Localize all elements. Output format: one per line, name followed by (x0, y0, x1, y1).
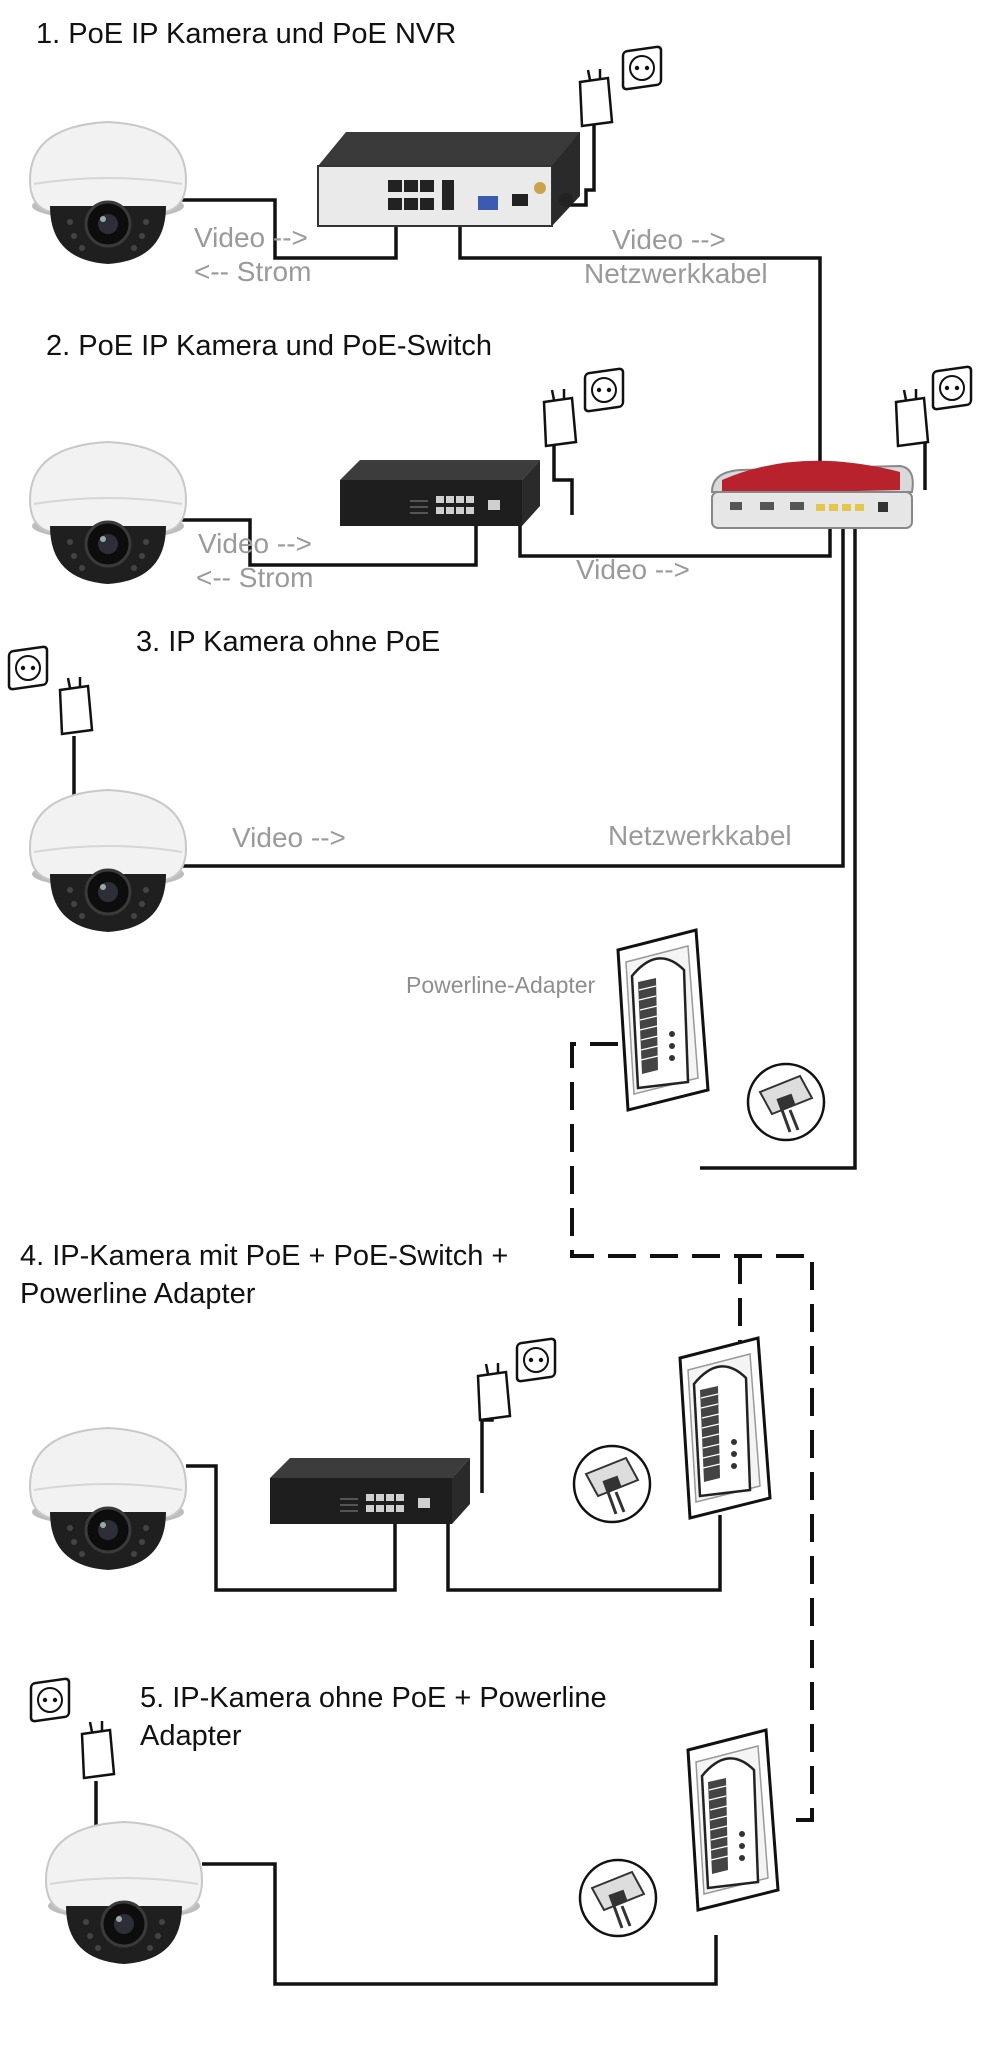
dome-camera-icon (28, 1426, 188, 1572)
section-5-heading-line1: 5. IP-Kamera ohne PoE + Powerline (140, 1682, 607, 1714)
power-plug-icon (578, 67, 614, 128)
video-label: Video --> (612, 224, 726, 255)
dome-camera-icon (28, 120, 188, 266)
poe-switch-icon (270, 1458, 470, 1524)
dome-camera-icon (44, 1820, 204, 1966)
powerline-adapter-label: Powerline-Adapter (406, 972, 596, 998)
wall-socket-icon (621, 45, 663, 91)
section-3-heading: 3. IP Kamera ohne PoE (136, 626, 441, 658)
ethernet-port-closeup-icon (746, 1062, 826, 1142)
powerline-adapter-icon (686, 1728, 780, 1912)
section-4-heading-line1: 4. IP-Kamera mit PoE + PoE-Switch + (20, 1240, 509, 1272)
strom-label: <-- Strom (196, 562, 314, 593)
powerline-adapter-icon (678, 1336, 772, 1520)
dome-camera-icon (28, 440, 188, 586)
netzwerkkabel-label: Netzwerkkabel (584, 258, 768, 289)
section-2-heading: 2. PoE IP Kamera und PoE-Switch (46, 330, 492, 362)
video-label: Video --> (576, 554, 690, 585)
section-5-heading-line2: Adapter (140, 1720, 242, 1752)
video-label: Video --> (232, 822, 346, 853)
section-1-heading: 1. PoE IP Kamera und PoE NVR (36, 18, 457, 50)
wall-socket-icon (931, 365, 973, 411)
wall-socket-icon (29, 1677, 71, 1723)
section-4-heading-line2: Powerline Adapter (20, 1278, 256, 1310)
dome-camera-icon (28, 788, 188, 934)
strom-label: <-- Strom (194, 256, 312, 287)
power-plug-icon (476, 1361, 512, 1422)
poe-nvr-icon (317, 132, 580, 227)
video-label: Video --> (194, 222, 308, 253)
ethernet-port-closeup-icon (572, 1444, 652, 1524)
power-plug-icon (894, 387, 930, 448)
netzwerkkabel-label: Netzwerkkabel (608, 820, 792, 851)
video-label: Video --> (198, 528, 312, 559)
power-plug-icon (542, 387, 578, 448)
wall-socket-icon (583, 367, 625, 413)
power-plug-icon (80, 1719, 116, 1780)
wall-socket-icon (7, 645, 49, 691)
powerline-adapter-icon (616, 928, 710, 1112)
power-plug-icon (58, 675, 94, 736)
router-icon (710, 460, 914, 529)
poe-switch-icon (340, 460, 540, 526)
ethernet-port-closeup-icon (578, 1858, 658, 1938)
wall-socket-icon (515, 1337, 557, 1383)
